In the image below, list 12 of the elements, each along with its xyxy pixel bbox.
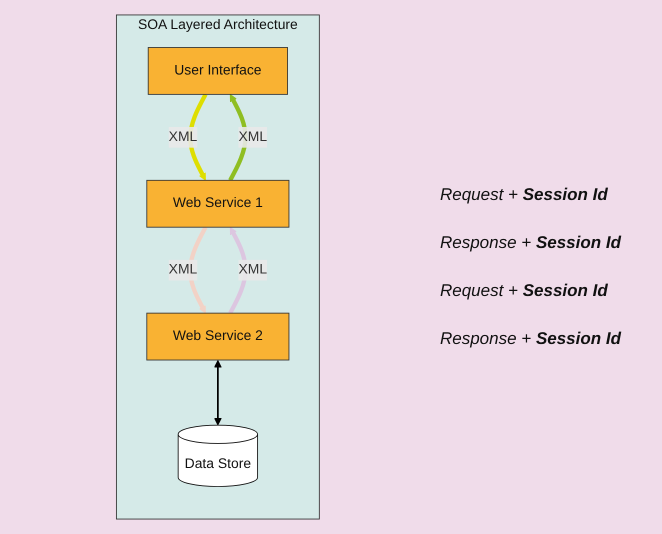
edge-label: XML xyxy=(238,130,268,144)
annotation-text: Response + Session Id xyxy=(440,233,622,253)
edge-label: XML xyxy=(168,262,198,278)
annotation-text: Request + Session Id xyxy=(440,281,609,301)
edge-label: XML xyxy=(168,130,198,144)
annotation-text: Request + Session Id xyxy=(440,185,609,205)
arrow xyxy=(214,360,222,426)
annotation-text: Response + Session Id xyxy=(440,329,622,349)
node-box: Web Service 2 xyxy=(146,312,290,360)
node-box: User Interface xyxy=(148,47,288,95)
node-box: Web Service 1 xyxy=(146,180,290,228)
edge-label: XML xyxy=(238,262,268,278)
